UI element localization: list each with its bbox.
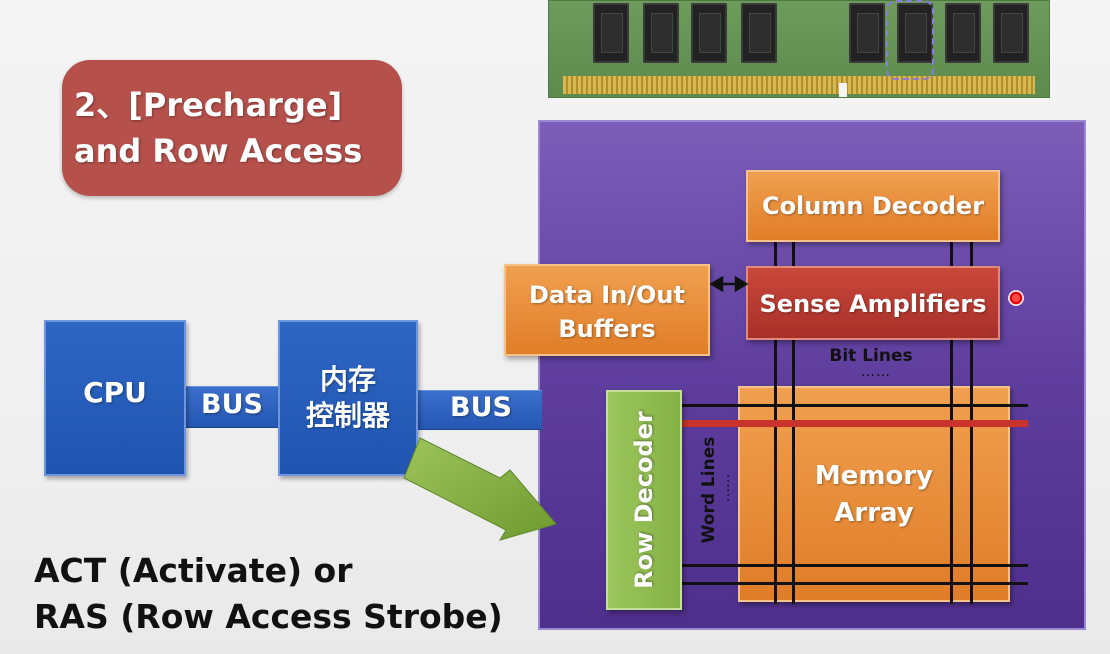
sense-amplifiers-label: Sense Amplifiers	[759, 290, 987, 318]
ram-gold-contacts	[563, 76, 1035, 94]
row-decoder-label: Row Decoder	[630, 411, 658, 589]
caption-line-2: RAS (Row Access Strobe)	[34, 597, 503, 636]
bit-lines-label: Bit Lines	[829, 346, 913, 366]
memory-controller-line-1: 内存	[319, 363, 376, 396]
data-io-buffers: Data In/Out Buffers	[504, 264, 710, 356]
bit-line	[774, 386, 777, 604]
dram-chip	[993, 3, 1029, 63]
caption-line-1: ACT (Activate) or	[34, 551, 353, 590]
memory-array-line-1: Memory	[814, 461, 934, 491]
highlighted-chip-outline	[886, 0, 934, 80]
memory-array-line-2: Array	[834, 498, 914, 528]
bus-left-label: BUS	[201, 389, 263, 420]
word-line	[682, 564, 1028, 567]
title-line-2: and Row Access	[74, 132, 363, 170]
column-decoder-label: Column Decoder	[761, 192, 985, 220]
memory-controller-line-2: 控制器	[305, 399, 390, 432]
cpu-block	[44, 320, 186, 476]
dram-chip	[643, 3, 679, 63]
ram-notch	[839, 83, 847, 97]
memory-array-label: Memory Array	[738, 458, 1010, 532]
title-line-1: 2、[Precharge]	[74, 86, 343, 124]
memory-controller-block	[278, 320, 418, 476]
dram-chip	[593, 3, 629, 63]
sense-amplifiers: Sense Amplifiers	[746, 266, 1000, 340]
bit-line	[950, 386, 953, 604]
ram-module-image	[548, 0, 1050, 98]
dram-chip	[945, 3, 981, 63]
bus-right-label: BUS	[450, 392, 512, 423]
bus-left	[186, 386, 278, 428]
active-word-line	[682, 420, 1028, 427]
data-buffers-line-1: Data In/Out	[529, 281, 685, 309]
cpu-label: CPU	[83, 376, 147, 409]
caption: ACT (Activate) or RAS (Row Access Strobe…	[34, 548, 503, 640]
memory-controller-label: 内存 控制器	[278, 362, 418, 434]
column-decoder: Column Decoder	[746, 170, 1000, 242]
title-badge: 2、[Precharge] and Row Access	[62, 60, 402, 196]
activate-arrow-icon	[403, 437, 557, 541]
dram-chip	[741, 3, 777, 63]
data-buffers-line-2: Buffers	[558, 315, 656, 343]
bus-right	[418, 390, 542, 430]
word-line	[682, 582, 1028, 585]
bit-line	[792, 386, 795, 604]
word-line	[682, 404, 1028, 407]
bit-lines-ellipsis: ……	[861, 364, 891, 380]
dram-chip	[691, 3, 727, 63]
laser-pointer-icon	[1008, 290, 1024, 306]
dram-chip	[897, 3, 933, 63]
word-lines-ellipsis: ……	[717, 474, 733, 502]
bit-line	[970, 386, 973, 604]
row-decoder	[606, 390, 682, 610]
dram-chip	[849, 3, 885, 63]
